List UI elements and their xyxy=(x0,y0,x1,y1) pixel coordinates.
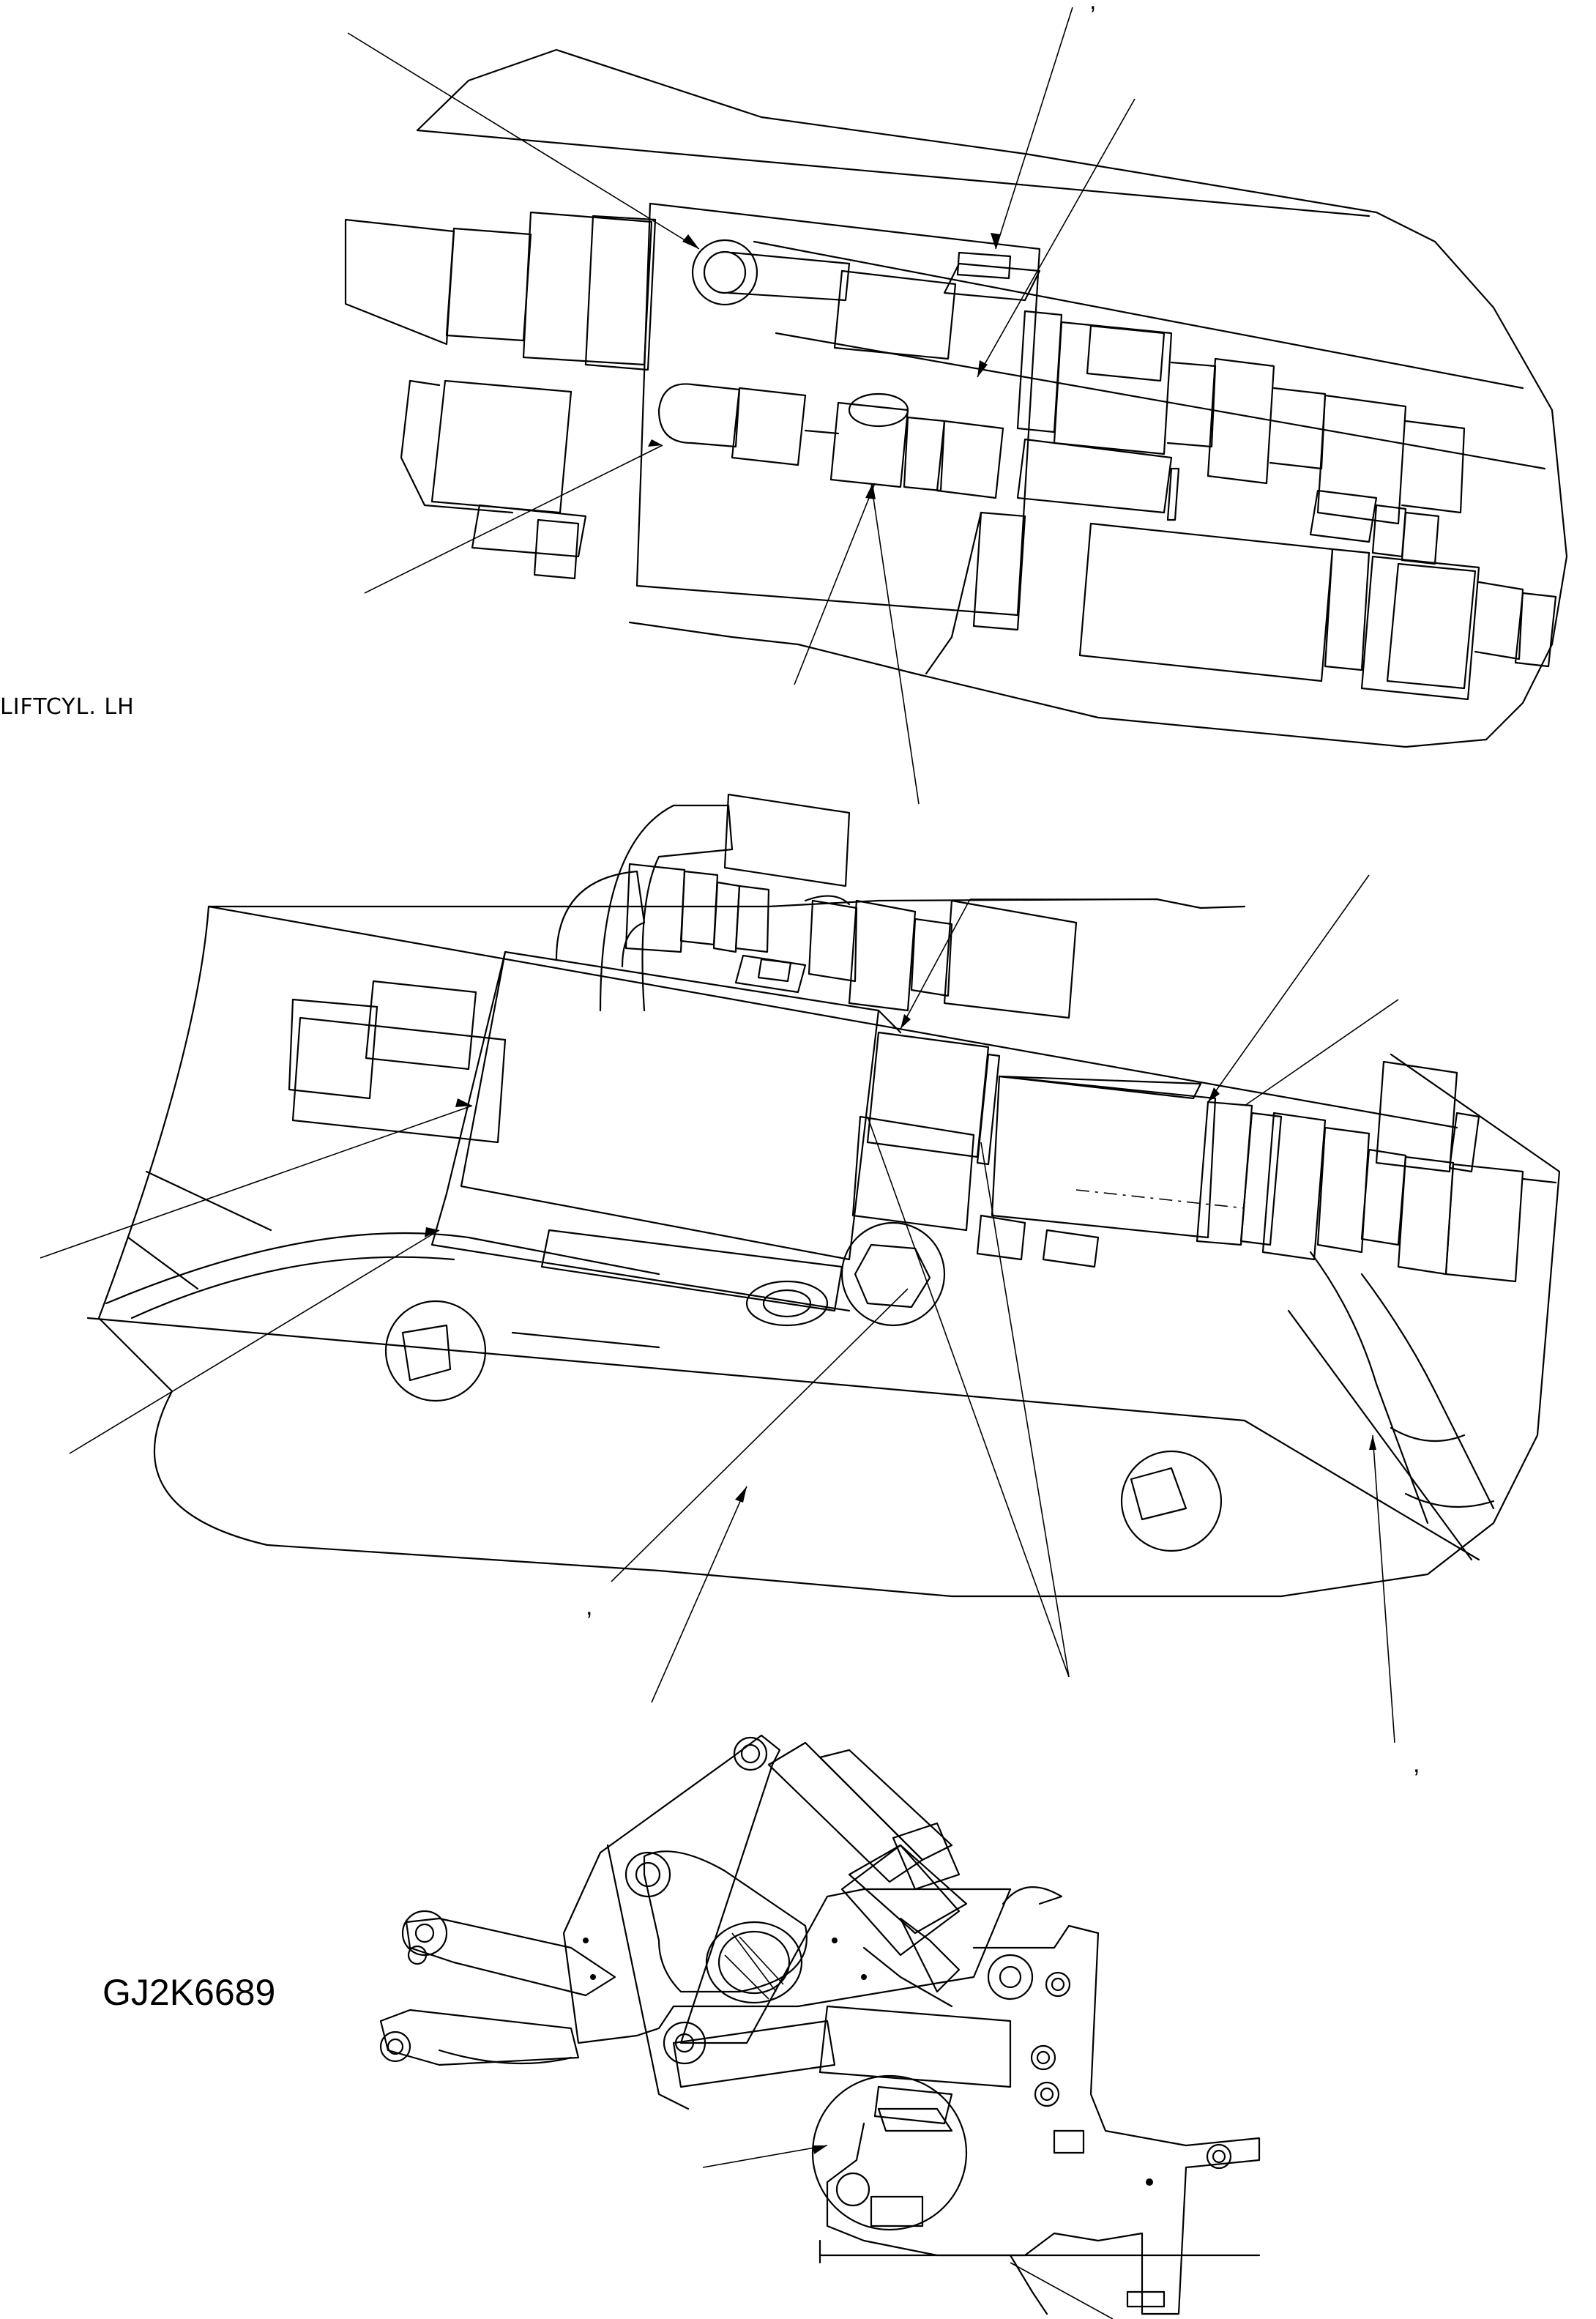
tilt-cylinder xyxy=(767,1741,924,1883)
drawing-code: GJ2K6689 xyxy=(102,1972,275,2013)
middle-callout-mark-left: , xyxy=(586,1593,592,1620)
top-callout-mark: , xyxy=(1089,0,1096,15)
top-fitting-upper xyxy=(691,239,758,306)
middle-outline xyxy=(97,898,1561,1598)
view-label: LIFTCYL. LH xyxy=(0,694,135,720)
top-central-block xyxy=(635,202,1041,617)
top-outline xyxy=(416,48,1568,748)
top-detail-view: , LIFTCYL. LH xyxy=(0,0,1568,805)
mounting-hole-left xyxy=(384,1300,487,1402)
lift-cylinder xyxy=(672,2020,836,2088)
middle-detail-view: , , xyxy=(40,793,1561,1778)
top-valve-body-left xyxy=(445,227,532,342)
machine-overview: GJ2K6689 xyxy=(102,1734,1261,2319)
wheel-outline xyxy=(811,2074,968,2231)
lift-arm xyxy=(562,1734,1012,2044)
hex-plug xyxy=(840,1221,946,1327)
middle-central-block xyxy=(460,950,880,1261)
mounting-hole-right xyxy=(1120,1450,1223,1552)
leader-line xyxy=(347,32,700,250)
middle-hose xyxy=(1309,1251,1495,1525)
middle-callout-mark-right: , xyxy=(1413,1750,1420,1778)
frame xyxy=(826,1924,1261,2315)
top-fitting-lower xyxy=(657,383,693,444)
boom-link xyxy=(643,1850,808,1993)
